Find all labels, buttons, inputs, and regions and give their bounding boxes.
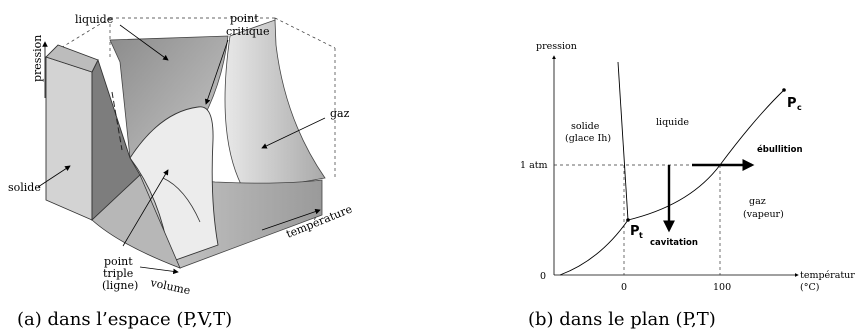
x-axis-label-2: (°C) (800, 282, 819, 293)
label-ebullition: ébullition (757, 144, 803, 155)
guide-lines (554, 164, 721, 275)
arrow-point-triple (122, 169, 169, 247)
critical-point (782, 88, 786, 92)
label-gaz: gaz (330, 107, 350, 120)
label-volume: volume (148, 276, 191, 297)
x-axis-label-1: température (800, 270, 855, 281)
label-pc: P c (787, 96, 802, 112)
label-point-triple-2: triple (103, 267, 133, 280)
sublimation-curve (559, 219, 629, 276)
label-pression: pression (31, 35, 44, 82)
axis-temperature (261, 208, 321, 231)
y-axis-label: pression (536, 41, 577, 52)
label-point-triple-1: point (104, 255, 133, 268)
tick-1atm: 1 atm (520, 160, 548, 171)
label-liquide: liquide (75, 13, 113, 26)
arrow-solide (37, 165, 71, 188)
gaz-region (224, 19, 326, 193)
pt-phase-diagram: pression température (°C) 1 atm 0 0 100 … (520, 41, 855, 330)
svg-text:P: P (787, 96, 797, 111)
arrow-point-critique (204, 39, 229, 105)
solide-front-face (45, 56, 93, 221)
fusion-curve (617, 61, 629, 221)
label-point-critique-1: point (230, 12, 259, 25)
tick-0-y: 0 (540, 271, 546, 282)
svg-text:c: c (797, 103, 802, 112)
label-solide-2: (glace Ih) (565, 133, 611, 144)
arrow-liquide (119, 24, 169, 61)
pvt-surface-diagram: liquide point critique gaz solide point … (8, 12, 354, 330)
triple-point (626, 218, 630, 222)
label-liquide: liquide (656, 117, 689, 128)
tick-100: 100 (713, 282, 731, 293)
label-point-critique-2: critique (226, 25, 270, 38)
svg-text:P: P (630, 224, 640, 239)
label-gaz-1: gaz (749, 196, 766, 207)
caption-right: (b) dans le plan (P,T) (528, 309, 716, 330)
label-cavitation: cavitation (650, 238, 698, 248)
label-solide: solide (8, 181, 41, 194)
tick-0-x: 0 (621, 282, 627, 293)
svg-text:t: t (639, 231, 643, 240)
label-point-triple-3: (ligne) (102, 279, 138, 292)
label-solide-1: solide (571, 121, 600, 132)
label-pt: P t (630, 224, 643, 240)
caption-left: (a) dans l’espace (P,V,T) (17, 309, 232, 330)
axis-volume (139, 266, 179, 275)
label-gaz-2: (vapeur) (743, 209, 784, 220)
arrow-gaz (261, 117, 326, 149)
